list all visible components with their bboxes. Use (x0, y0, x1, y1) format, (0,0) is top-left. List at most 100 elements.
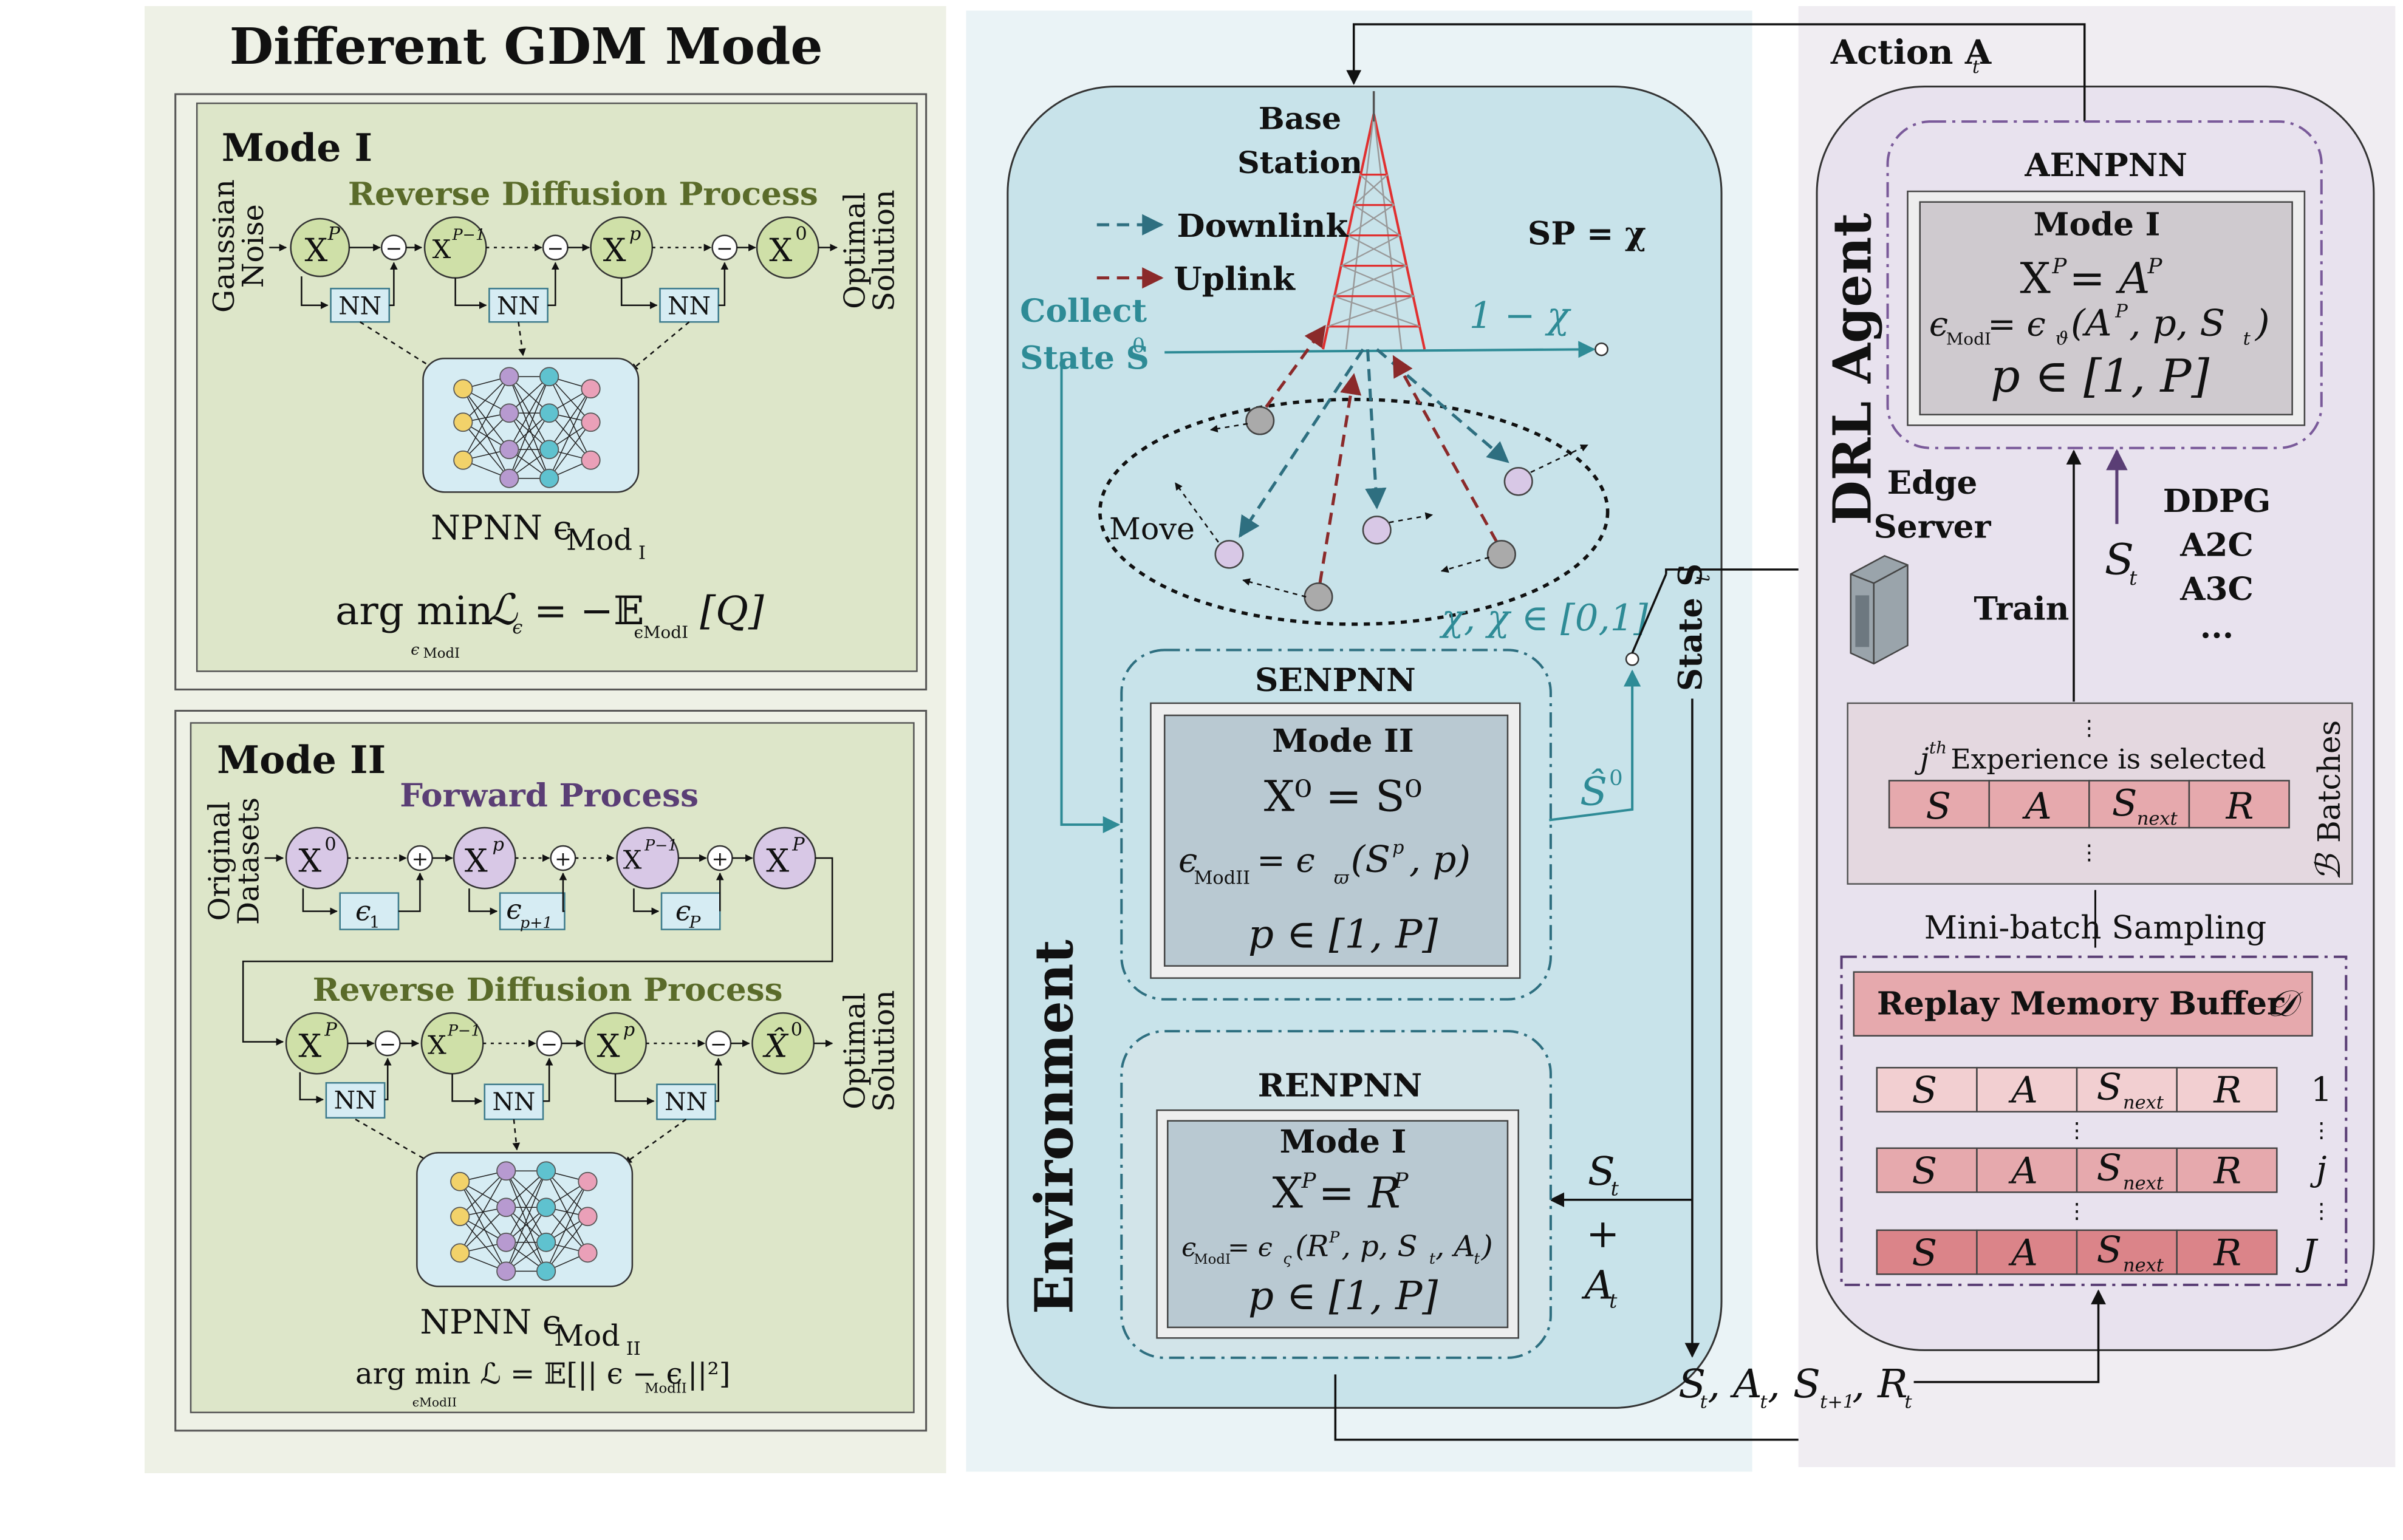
s-hat-to-switch (1549, 669, 1641, 822)
replay-row-1: S A S next R 1 (1876, 1066, 2332, 1114)
edge-server-label-1: Edge (1887, 464, 1978, 502)
aenpnn-mode-inner (1919, 201, 2293, 416)
mode2-outer-frame (174, 709, 928, 1432)
link-legend: Downlink Uplink (1096, 207, 1349, 298)
senpnn-eq2-sub: ModII (1194, 868, 1250, 889)
aenpnn-block: AENPNN Mode I X P = A P ϵ ModI = ϵ ϑ (A … (1886, 120, 2323, 449)
batch-cell-snext (2088, 780, 2190, 829)
s-hat-label: Ŝ (1580, 768, 1607, 815)
replay-cell-label: R (2213, 1232, 2241, 1275)
senpnn-eq3: p ∈ [1, P] (1248, 911, 1438, 958)
renpnn-eq2-sup: P (1328, 1228, 1340, 1246)
mode2-npnn-subsub: II (626, 1338, 641, 1360)
transition-tuple: S t , A t , S t+1 , R t (1678, 1361, 1912, 1412)
replay-cell (1976, 1147, 2078, 1193)
mode2-rnode-x3: X (597, 1028, 620, 1065)
renpnn-eq2-close: ) (1481, 1230, 1493, 1264)
user-device-6 (1486, 540, 1516, 569)
aenpnn-eq2-rest: = ϵ (1988, 305, 2046, 344)
mode2-node-x2: X (465, 843, 488, 880)
mode2-noise-sub-2: p+1 (520, 914, 553, 932)
collect-state-to-senpnn (1060, 352, 1121, 834)
senpnn-eq2-tail: , p) (1409, 839, 1471, 881)
action-label: Action A (1830, 33, 1992, 72)
mode1-nn-label-3: NN (668, 293, 711, 321)
mode2-npnn-neurons (450, 1161, 598, 1281)
mode2-rnode-sup: P (324, 1020, 337, 1041)
mode2-npnn-network (416, 1151, 634, 1287)
mode2-minus-sign2: − (541, 1033, 558, 1056)
batch-dots-top: ⋮ (2079, 716, 2100, 741)
mode1-nn-label-2: NN (497, 293, 540, 321)
collect-state-sup: 0 (1132, 334, 1145, 357)
mode2-datasets-label: Datasets (232, 797, 265, 925)
renpnn-eq2-tail: , p, S (1341, 1230, 1417, 1264)
senpnn-mode-label: Mode II (1272, 722, 1414, 760)
mode1-panel: Mode I Reverse Diffusion Process Gaussia… (174, 93, 928, 690)
mode2-nn-boxes: NN NN NN (299, 1057, 723, 1164)
mode1-loss-e-sub: ϵModI (634, 622, 688, 642)
batch-cell-snext-label: S (2112, 782, 2138, 825)
mode2-npnn-label: NPNN ϵ (420, 1303, 561, 1342)
replay-cell-label: S (1912, 1232, 1938, 1275)
renpnn-mode-inner (1167, 1120, 1509, 1329)
s-hat-sup: 0 (1609, 766, 1623, 791)
base-station-label-2: Station (1237, 145, 1362, 180)
senpnn-eq2-sub2: ϖ (1334, 868, 1350, 889)
coverage-area-ellipse (1098, 398, 1610, 626)
senpnn-eq1: X⁰ = S⁰ (1264, 772, 1422, 821)
user-device-3 (1304, 582, 1333, 612)
mode2-nn-label-2: NN (492, 1088, 535, 1116)
mode2-reverse-title: Reverse Diffusion Process (313, 971, 783, 1009)
senpnn-eq2-pre: ϵ (1178, 842, 1197, 881)
transition-r: , R (1852, 1361, 1907, 1407)
switch-blade (1631, 573, 1667, 654)
mode1-solution-label: Solution (867, 189, 901, 311)
mode1-node-x3: X (603, 232, 626, 269)
mode2-nn-box-2 (484, 1083, 544, 1120)
aenpnn-eq2-close: ) (2254, 302, 2270, 345)
environment-panel: Environment Base Station Downlink Uplink… (966, 10, 1908, 1472)
renpnn-eq2-end: (R (1295, 1230, 1328, 1264)
mode1-nn-box-1 (330, 287, 391, 323)
mode1-outer-frame (174, 93, 928, 690)
batch-cell-snext-sub: next (2137, 808, 2178, 830)
replay-buffer-frame (1840, 955, 2348, 1286)
mode1-loss-eq: = −𝔼 (534, 588, 644, 634)
mode2-plus-sign: + (412, 848, 429, 871)
mode1-npnn-neurons (453, 367, 601, 488)
aenpnn-frame (1886, 120, 2323, 449)
mode1-npnn-subsub: I (638, 543, 646, 564)
mode1-node-x4: X (769, 232, 792, 269)
aenpnn-eq2: ϵ (1929, 305, 1948, 344)
replay-index-dots-1: ⋮ (2311, 1118, 2332, 1143)
renpnn-input-s-sub: t (1611, 1177, 1619, 1200)
renpnn-input-s: S (1588, 1148, 1615, 1194)
renpnn-eq2-sub2: ς (1283, 1250, 1292, 1267)
aenpnn-eq2-sub: ModI (1946, 329, 1991, 349)
replay-dots-1: ⋮ (2066, 1118, 2087, 1143)
sp-label: SP = χ (1528, 215, 1646, 253)
collect-state-label-2: State S (1020, 339, 1149, 377)
mode2-rnode-x: X (298, 1028, 321, 1065)
agent-st-sub: t (2129, 567, 2138, 590)
downlink-label: Downlink (1177, 207, 1348, 245)
base-station-label-1: Base (1259, 101, 1341, 137)
mode2-node-x4: X (766, 843, 789, 880)
mode2-reverse-chain: X P − X P−1 − X p − (285, 1012, 833, 1075)
chi-range-label: χ, χ ∈ [0,1] (1439, 597, 1648, 639)
action-to-environment (1346, 23, 2086, 122)
renpnn-eq1-x: X (1273, 1168, 1303, 1218)
gdm-title: Different GDM Mode (230, 17, 823, 76)
replay-buffer-title: Replay Memory Buffer (1877, 985, 2285, 1023)
batch-cell-r (2188, 780, 2290, 829)
aenpnn-mode-label: Mode I (2034, 206, 2161, 244)
agent-st-label: S (2105, 535, 2135, 584)
uplink-label: Uplink (1174, 261, 1296, 298)
renpnn-eq2-a-sub: t (1474, 1250, 1480, 1267)
user-devices (1174, 406, 1588, 612)
mode2-rnode-x2: X (428, 1031, 446, 1061)
mode2-node-x: X (298, 843, 321, 880)
mode2-node-sup2: p (492, 834, 504, 856)
mode1-loss-argmin-sub: ϵ (411, 641, 419, 658)
